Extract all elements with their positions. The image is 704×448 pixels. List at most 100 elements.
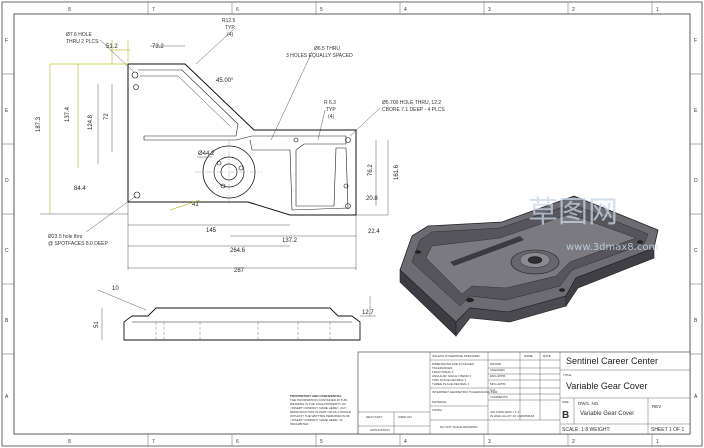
dim-bottom-145: 145 [206,228,217,234]
zone-side-e: E [5,108,9,114]
dim-side-height: 51 [94,321,100,328]
zone-side-b: B [5,318,9,324]
dim-bottom-22: 22.4 [368,229,380,235]
zone-bottom-3: 3 [488,439,491,445]
dim-side-right: 12.7 [362,310,374,316]
tb-application: APPLICATION [370,428,390,432]
prop-title: PROPRIETARY AND CONFIDENTIAL [290,394,342,398]
size-label: SIZE [562,400,569,404]
tb-do-not-scale: DO NOT SCALE DRAWING [440,425,478,429]
dwg-label: DWG. NO. [578,401,600,406]
tb-qa: Q.A. [490,388,496,392]
inner-frame [13,13,691,435]
prop-line-5: WITHOUT THE WRITTEN PERMISSION OF [290,414,350,418]
zone-bottom-4: 4 [404,439,407,445]
note-cbore-2: CBORE 7.1 DEEP - 4 PLCS [382,107,445,113]
rev-label: REV [652,404,661,409]
dim-lines [40,27,389,270]
zone-top-7: 7 [152,7,155,13]
dimension-texts: 187.3 137.4 124.8 72 51.2 73.2 84.4 Ø44.… [36,44,400,274]
prop-line-1: THE INFORMATION CONTAINED IN THIS [290,398,347,402]
dim-right-20: 20.8 [366,196,378,202]
dim-right-76: 76.2 [368,164,374,176]
tb-eng-appr: ENG APPR. [490,374,506,378]
zone-bottom-1: 1 [656,439,659,445]
zone-bottom-2: 2 [572,439,575,445]
dim-bottom-264: 264.6 [230,248,246,254]
hole-bl [133,191,141,199]
tb-mfg-appr: MFG APPR. [490,382,507,386]
zone-side-e-right: E [694,108,698,114]
tb-mat-note: ISO 1SRS A000 = 1-2 [490,410,520,414]
size-value: B [562,410,569,421]
dim-hub-dia: Ø44.2 [198,151,215,157]
zone-top-2: 2 [572,7,575,13]
zone-top-4: 4 [404,7,407,13]
note-radius-top: R12.5 [222,18,236,24]
tb-name-label: NAME [524,354,533,358]
prop-line-4: REPRODUCTION IN PART OR AS A WHOLE [290,410,351,414]
tb-tol-2: TOLERANCES: [432,366,453,370]
zone-side-d: D [5,178,9,184]
top-view [127,63,357,216]
zone-top-3: 3 [488,7,491,13]
prop-line-2: DRAWING IS THE SOLE PROPERTY OF [290,402,346,406]
hole-tl [131,71,139,79]
note-hole-left: Ø7.6 HOLE [66,32,93,38]
note-thru-2: 3 HOLES EQUALLY SPACED [286,53,353,59]
tb-tol-3: FRACTIONAL ± [432,370,454,374]
zone-top-8: 8 [68,7,71,13]
prop-line-3: <INSERT COMPANY NAME HERE>. ANY [290,406,346,410]
note-cbore: Ø5.700 HOLE THRU, 12.2 [382,100,441,106]
zone-side-a: A [5,394,9,400]
zone-side-f-right: F [694,38,697,44]
zone-bottom-8: 8 [68,439,71,445]
zone-top-5: 5 [320,7,323,13]
note-radius-typ: TYP [225,25,235,31]
zone-top-1: 1 [656,7,659,13]
prop-line-7: PROHIBITED. [290,422,309,426]
dim-side-top: 10 [112,286,119,292]
prop-line-6: <INSERT COMPANY NAME HERE> IS [290,418,342,422]
dim-left-mid: 137.4 [65,106,71,122]
zone-side-d-right: D [694,178,698,184]
title-block: Sentinel Career Center TITLE: Variable G… [290,351,691,435]
dim-bottom-137: 137.2 [282,238,298,244]
side-view [97,289,376,341]
dim-angle: 41 [192,202,199,208]
side-dims: 51 10 12.7 [94,286,374,328]
watermark: 草图网 www.3dmax8.com [528,195,658,253]
tb-unless: UNLESS OTHERWISE SPECIFIED: [432,354,481,358]
tb-tol-4: ANGULAR: MACH ± BEND ± [432,374,471,378]
zone-top-6: 6 [236,7,239,13]
tb-tol-6: THREE PLACE DECIMAL ± [432,382,470,386]
isometric-view [399,195,659,337]
zone-labels: 8 7 6 5 4 3 2 1 8 7 6 5 4 3 2 1 F E D C … [5,7,698,445]
zone-side-f: F [5,38,8,44]
tb-comments: COMMENTS: [490,395,508,399]
note-spotface-2: @ SPOTFACES 8.0 DEEP [48,241,108,247]
dim-left-total: 187.3 [36,116,42,132]
dim-top-73: 73.2 [152,44,164,50]
tb-used-on: USED ON [398,415,412,419]
title-label: TITLE: [563,373,572,377]
dim-left-inner: 124.8 [88,114,94,130]
note-r63-count: (4) [328,114,334,120]
zone-side-b-right: B [694,318,698,324]
zone-side-a-right: A [694,394,698,400]
callout-notes: Ø7.6 HOLE THRU 2 PLCS R12.5 TYP (4) Ø6.5… [48,18,445,247]
dim-left-offset: 84.4 [74,186,86,192]
zone-bottom-5: 5 [320,439,323,445]
tb-interpret: INTERPRET GEOMETRIC TOLERANCING PER: [432,390,498,394]
tb-material: MATERIAL [432,400,447,404]
tb-drawn: DRAWN [490,362,501,366]
dwg-number: Variable Gear Cover [580,411,634,417]
dim-top-51: 51.2 [106,44,118,50]
dim-left-small: 72 [104,113,110,120]
tb-next-assy: NEXT ASSY [366,415,383,419]
note-hole-left-2: THRU 2 PLCS [66,39,99,45]
